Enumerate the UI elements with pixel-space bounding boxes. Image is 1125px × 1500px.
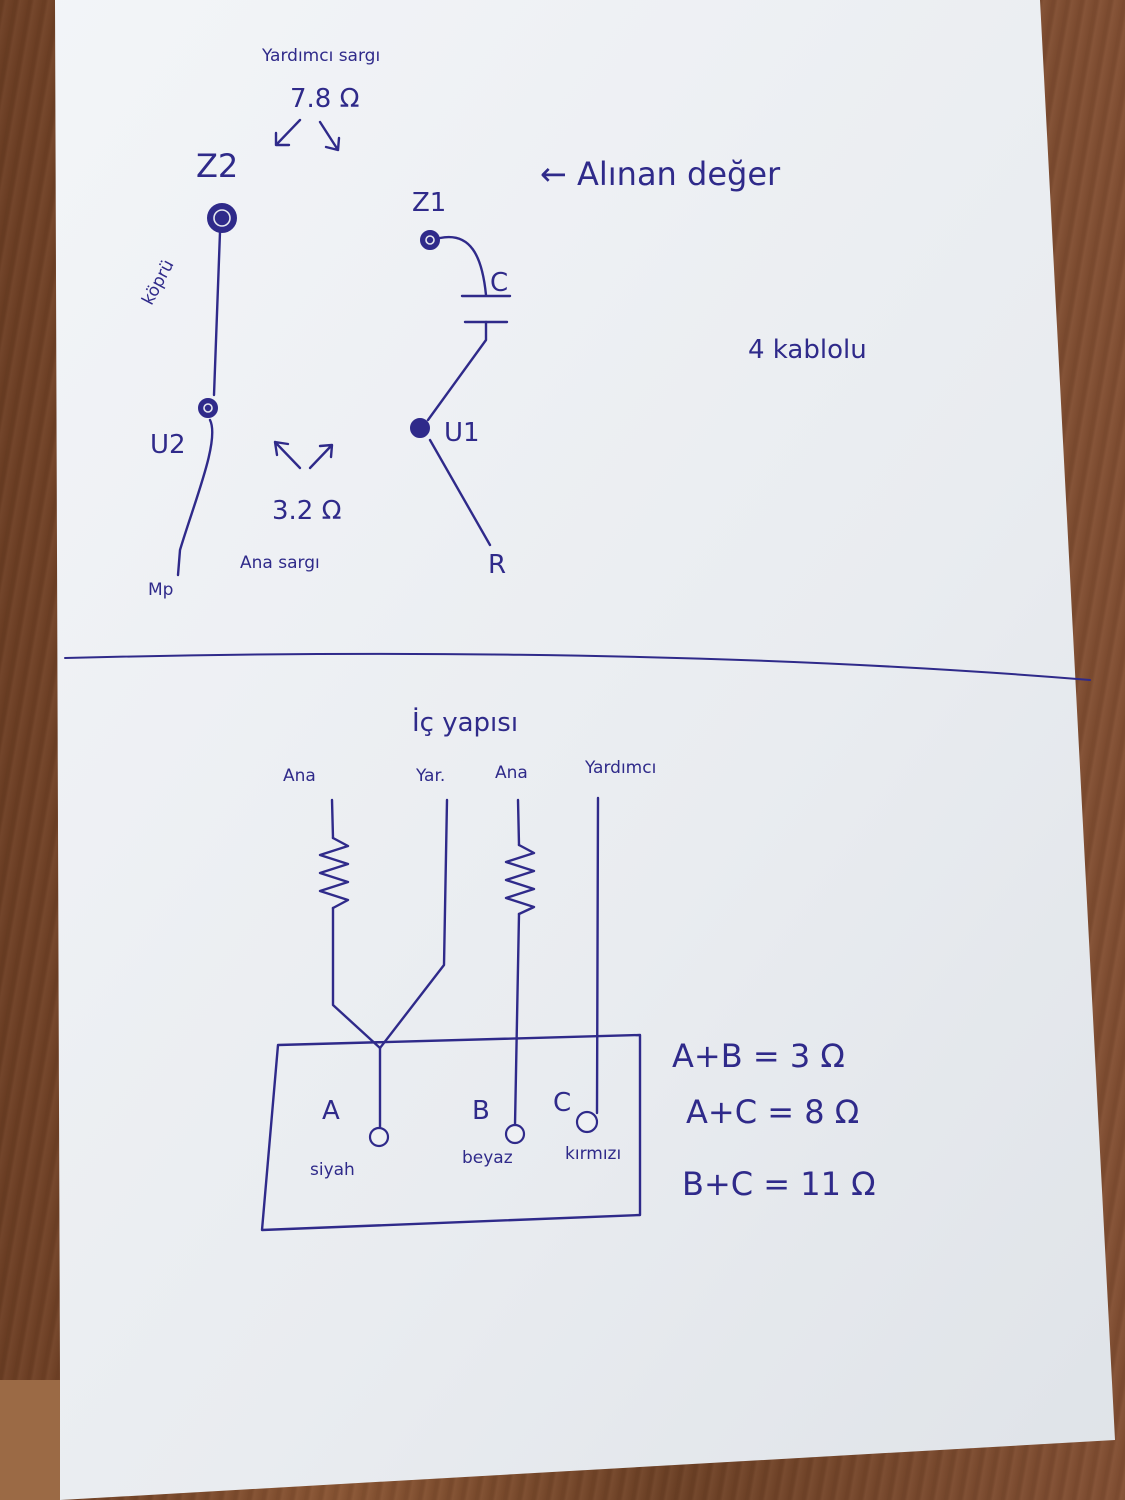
terminal-c-circle [575, 1110, 599, 1134]
arrow-down-left [274, 118, 302, 147]
r-label: R [488, 550, 507, 580]
terminal-a-label: A [322, 1096, 340, 1126]
bridge-wire [212, 230, 222, 397]
terminal-b-circle [504, 1123, 526, 1145]
u2-terminal-dot [198, 398, 218, 418]
z1-dot-ring [425, 235, 435, 245]
main-winding-2-to-b-wire [513, 912, 521, 1127]
measured-value-note: ← Alınan değer [540, 155, 781, 193]
aux-short-label: Yar. [416, 766, 446, 786]
z2-label: Z2 [196, 147, 239, 185]
aux-winding-top-wire [378, 798, 449, 1050]
terminal-box [260, 1033, 642, 1232]
main-resistance-value: 3.2 Ω [272, 496, 342, 526]
section-divider [64, 652, 1091, 681]
z1-label: Z1 [412, 188, 447, 218]
arrow-down-right [318, 120, 341, 152]
u1-to-r-wire [428, 438, 492, 547]
terminal-c-label: C [553, 1088, 572, 1118]
resistor-main-2 [504, 843, 536, 916]
terminal-c-color: kırmızı [565, 1144, 622, 1164]
arrow-up-left [273, 440, 302, 470]
aux-winding-2-label: Yardımcı [585, 758, 657, 778]
main-winding-2-top-wire [516, 798, 521, 847]
u2-dot-ring [203, 403, 213, 413]
z1-terminal-dot [420, 230, 440, 250]
terminal-b-label: B [472, 1096, 490, 1126]
internal-structure-title: İç yapısı [412, 708, 519, 738]
main-winding-2-label: Ana [495, 763, 528, 783]
mp-label: Mp [148, 580, 174, 600]
u2-to-mp-wire [176, 418, 214, 577]
u1-label: U1 [444, 418, 480, 448]
four-wire-note: 4 kablolu [748, 335, 867, 365]
u2-label: U2 [150, 430, 186, 460]
u1-terminal-dot [410, 418, 430, 438]
main-winding-1-top-wire [330, 798, 335, 840]
terminal-a-color: siyah [310, 1160, 355, 1180]
aux-winding-label: Yardımcı sargı [262, 46, 381, 66]
paper-fold-shadow [0, 1380, 60, 1500]
terminal-b-color: beyaz [462, 1148, 513, 1168]
capacitor-label: C [490, 268, 509, 298]
terminal-a-circle [368, 1126, 390, 1148]
z2-terminal-dot [207, 203, 237, 233]
z2-dot-ring [213, 209, 231, 227]
equation-b-plus-c: B+C = 11 Ω [682, 1165, 876, 1203]
main-winding-1-label: Ana [283, 766, 316, 786]
aux-to-c-wire [595, 796, 600, 1115]
equation-a-plus-b: A+B = 3 Ω [672, 1037, 845, 1075]
equation-a-plus-c: A+C = 8 Ω [686, 1093, 860, 1131]
main-winding-1-bottom-wire [331, 906, 382, 1050]
arrow-up-right [308, 443, 334, 470]
capacitor-to-u1-wire [426, 320, 488, 422]
resistor-main-1 [318, 836, 350, 910]
z1-to-capacitor-wire [438, 235, 488, 297]
main-winding-label: Ana sargı [240, 553, 320, 573]
aux-resistance-value: 7.8 Ω [290, 84, 360, 114]
